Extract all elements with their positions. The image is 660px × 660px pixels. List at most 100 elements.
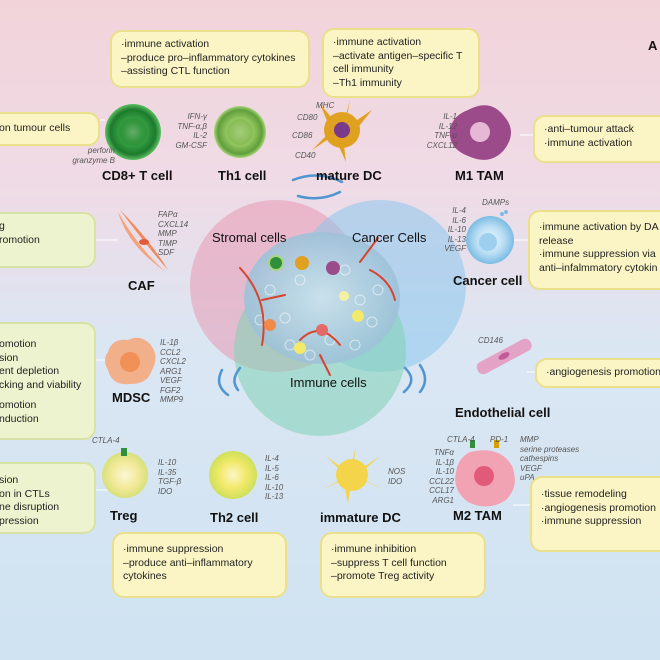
idc-markers: NOS IDO (388, 467, 405, 486)
marker-text: VEGF (160, 376, 182, 385)
caf-illustration (118, 210, 168, 272)
mdsc-function-line (0, 392, 85, 399)
idc-function-line: –suppress T cell function (331, 556, 447, 569)
th2-function-line: –produce anti–inflammatory (123, 556, 253, 569)
marker-text: IL-10 (435, 467, 454, 476)
th2-markers: IL-4 IL-5 IL-6 IL-10 IL-13 (265, 454, 283, 502)
m2-function-line: ·tissue remodeling (541, 488, 627, 500)
treg-function-box: sion on in CTLs ne disruption pression (0, 462, 96, 534)
m2-function-box: ·tissue remodeling ·angiogenesis promoti… (530, 476, 660, 552)
marker-text: IDO (388, 476, 403, 486)
marker-text: IDO (158, 486, 173, 496)
marker-text: IL-1β (435, 457, 454, 467)
cancer-function-line: ·immune suppression via (539, 248, 656, 260)
mdsc-markers: IL-1β CCL2 CXCL2 ARG1 VEGF FGF2 MMP9 (160, 338, 186, 405)
m2-tam-label: M2 TAM (453, 508, 502, 523)
mdc-marker-cd40: CD40 (295, 151, 316, 160)
marker-text: IL-4 (265, 454, 279, 463)
m1-function-line: ·anti–tumour attack (544, 123, 634, 135)
treg-marker-ctla4: CTLA-4 (92, 436, 120, 445)
mdc-function-line: –activate antigen–specific T (333, 49, 463, 62)
marker-text: CXCL2 (160, 357, 186, 366)
marker-text: VEGF (520, 463, 542, 473)
mdsc-label: MDSC (112, 390, 151, 405)
endothelial-cell-label: Endothelial cell (455, 405, 551, 420)
mdc-function-line: –Th1 immunity (333, 76, 402, 89)
cancer-markers: IL-4 IL-6 IL-10 IL-13 VEGF (428, 206, 466, 254)
th2-illustration (209, 451, 257, 499)
m2-markers-left: TNFα IL-1β IL-10 CCL22 CCL17 ARG1 (418, 448, 454, 505)
mdc-marker-cd80: CD80 (297, 113, 318, 122)
cancer-function-line: ·immune activation by DA (539, 221, 659, 233)
cd8-function-box: on tumour cells (0, 112, 100, 146)
th1-cell-label: Th1 cell (218, 168, 267, 183)
m1-markers: IL-1 IL-12 TNF-α CXCL12 (415, 112, 457, 150)
mdc-marker-mhc: MHC (316, 101, 335, 110)
cancer-function-line: anti–infalmmatory cytokin (539, 261, 658, 274)
marker-text: TIMP (158, 238, 178, 248)
m2-function-line: ·angiogenesis promotion (541, 501, 656, 514)
caf-function-line: g (0, 220, 85, 234)
mdc-function-line: ·immune activation (333, 36, 422, 48)
marker-text: VEGF (444, 244, 466, 253)
caf-function-line: romotion (0, 233, 40, 246)
mdsc-function-line: ent depletion (0, 365, 60, 377)
connector-lines (95, 119, 535, 506)
mdsc-function-box: omotion sion ent depletion cking and via… (0, 322, 96, 440)
m2-marker-pd1: PD-1 (490, 435, 509, 444)
endothelial-function-box: ·angiogenesis promotion (535, 358, 660, 388)
caf-label: CAF (128, 278, 155, 293)
m2-tam-illustration (455, 440, 515, 507)
treg-function-line: pression (0, 514, 39, 527)
marker-text: IL-2 (193, 131, 207, 140)
th1-cell-illustration (214, 106, 266, 158)
marker-text: granzyme B (72, 155, 115, 165)
mdsc-function-line: omotion (0, 338, 37, 350)
m2-markers-right: MMP serine proteases cathespins VEGF uPA (520, 435, 579, 483)
th1-function-line: ·immune activation (121, 38, 210, 50)
th2-function-line: ·immune suppression (123, 543, 224, 555)
marker-text: CXCL12 (426, 140, 457, 150)
treg-function-line: sion (0, 474, 19, 486)
marker-text: IL-13 (447, 234, 466, 244)
marker-text: IL-35 (158, 467, 177, 477)
cancer-cell-illustration (466, 210, 514, 264)
marker-text: IL-13 (265, 492, 284, 501)
marker-text: TNF-α,β (177, 121, 207, 131)
mature-dc-function-box: ·immune activation –activate antigen–spe… (322, 28, 480, 98)
panel-letter: A (648, 38, 658, 53)
cancer-marker-damps: DAMPs (482, 198, 510, 207)
marker-text: ARG1 (432, 495, 454, 505)
mature-dc-illustration (312, 100, 374, 162)
marker-text: TGF-β (158, 477, 182, 486)
marker-text: IL-1β (160, 338, 179, 347)
th1-markers: IFN-γ TNF-α,β IL-2 GM-CSF (165, 112, 207, 150)
caf-markers: FAPα CXCL14 MMP TIMP SDF (158, 210, 188, 258)
endothelial-marker-cd146: CD146 (478, 336, 503, 345)
caf-function-box: g romotion (0, 212, 96, 268)
m1-function-box: ·anti–tumour attack ·immune activation (533, 115, 660, 163)
marker-text: TNFα (433, 448, 454, 457)
immune-cells-label: Immune cells (290, 375, 367, 390)
m1-function-line: ·immune activation (544, 136, 633, 149)
marker-text: IL-6 (265, 473, 279, 482)
th2-function-line: cytokines (123, 570, 167, 582)
marker-text: IL-12 (438, 121, 457, 131)
marker-text: IL-5 (265, 463, 279, 473)
marker-text: IL-6 (452, 215, 466, 225)
marker-text: CCL2 (160, 347, 181, 357)
interaction-arrows (217, 174, 427, 397)
cd8-t-cell-illustration (105, 104, 161, 160)
marker-text: IL-10 (158, 458, 177, 467)
m2-marker-ctla4: CTLA-4 (447, 435, 475, 444)
marker-text: MMP (158, 229, 177, 238)
marker-text: cathespins (520, 454, 559, 463)
mdsc-function-line: nduction (0, 412, 39, 425)
marker-text: MMP9 (160, 395, 184, 404)
marker-text: SDF (158, 248, 174, 257)
marker-text: ARG1 (160, 366, 182, 376)
marker-text: IL-1 (443, 112, 457, 121)
th2-function-box: ·immune suppression –produce anti–inflam… (112, 532, 287, 598)
endo-function-line: ·angiogenesis promotion (546, 366, 660, 378)
